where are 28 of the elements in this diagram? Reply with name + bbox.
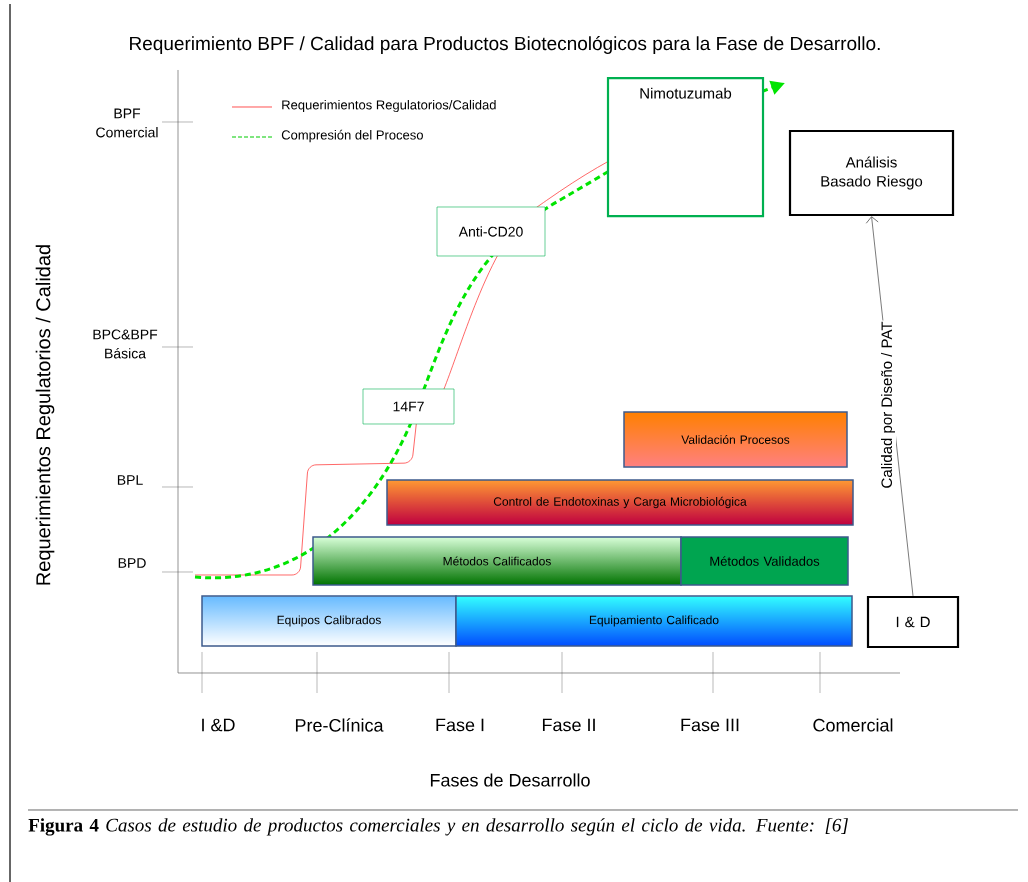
- axis-tick-label: Fase II: [542, 718, 595, 732]
- axis-title: Requerimientos Regulatorios / Calidad: [35, 245, 55, 585]
- phase-bar: Validación Procesos: [623, 411, 848, 468]
- chart-title: Requerimiento BPF / Calidad para Productos Biotecnológicos para la Fase de Desarrollo.: [130, 36, 880, 54]
- axis-tick-label: Comercial: [813, 718, 893, 732]
- axis-tick-label: BPC&BPF Básica: [93, 329, 158, 359]
- case-box: Nimotuzumab: [606, 77, 765, 218]
- axis-tick-label: Pre-Clínica: [295, 718, 384, 732]
- axis-tick-label: BPF Comercial: [96, 108, 158, 138]
- phase-bar: Métodos Validados: [680, 536, 849, 586]
- edge-label: Calidad por Diseño / PAT: [880, 320, 896, 490]
- axis-title: Fases de Desarrollo: [430, 773, 590, 787]
- phase-bar: Equipamiento Calificado: [455, 595, 853, 647]
- axis-tick-label: BPD: [118, 558, 146, 568]
- figure-caption: Figura 4 Casos de estudio de productos comerciales y en desarrollo según el ciclo de vida. Fuente: [6]: [28, 818, 848, 836]
- phase-bar: Equipos Calibrados: [201, 595, 457, 647]
- legend-label: Compresión del Proceso: [281, 129, 423, 143]
- case-box: Anti-CD20: [436, 206, 546, 257]
- phase-bar: Métodos Calificados: [312, 536, 682, 586]
- step-box: Análisis Basado Riesgo: [788, 129, 955, 217]
- case-box: 14F7: [362, 388, 455, 425]
- phase-bar: Control de Endotoxinas y Carga Microbiológica: [386, 479, 854, 526]
- legend-label: Requerimientos Regulatorios/Calidad: [282, 99, 496, 113]
- step-box: I & D: [866, 595, 960, 649]
- axis-tick-label: Fase III: [681, 718, 739, 732]
- axis-tick-label: BPL: [117, 475, 143, 485]
- axis-tick-label: I &D: [202, 718, 235, 732]
- axis-tick-label: Fase I: [436, 718, 484, 732]
